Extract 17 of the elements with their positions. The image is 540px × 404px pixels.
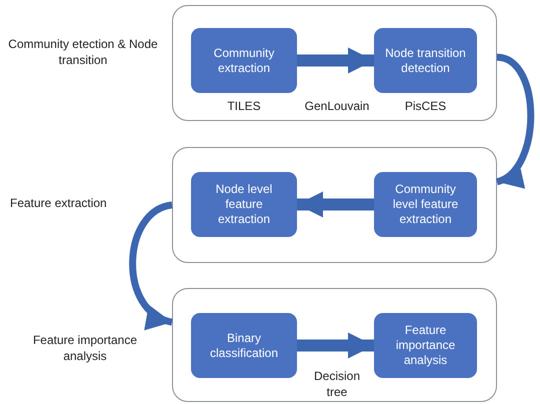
process-box: Node level feature extraction <box>191 172 297 237</box>
process-box: Binary classification <box>191 313 297 378</box>
process-box: Feature importance analysis <box>374 313 477 378</box>
stage-label: Community etection & Node transition <box>8 36 158 68</box>
panel <box>172 288 497 402</box>
process-box: Node transition detection <box>374 28 477 93</box>
arrow <box>297 332 374 358</box>
panel <box>172 147 497 263</box>
process-box: Community level feature extraction <box>374 172 477 237</box>
node-caption: PisCES <box>404 98 448 114</box>
stage-label: Feature extraction <box>10 195 108 211</box>
stage-label: Feature importance analysis <box>32 332 138 364</box>
panel <box>172 5 497 121</box>
process-box: Community extraction <box>191 28 297 93</box>
arrow <box>297 48 374 74</box>
node-caption: TILES <box>226 98 262 114</box>
arrow <box>297 192 374 218</box>
